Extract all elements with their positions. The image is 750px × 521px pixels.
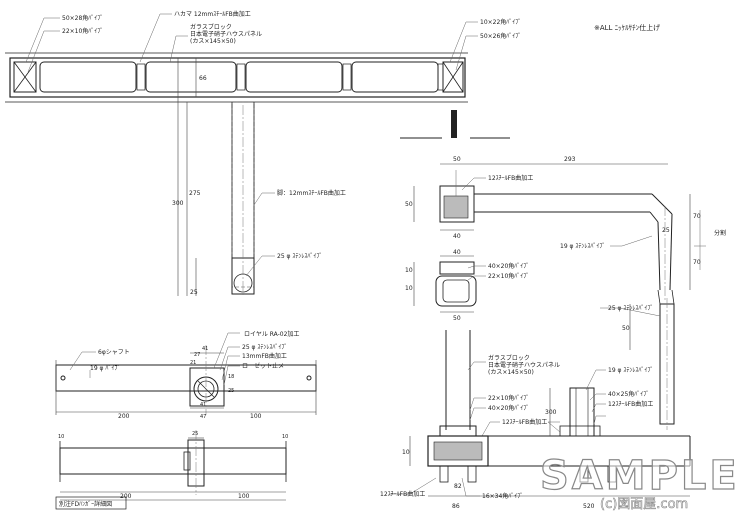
label-split: 分割	[714, 229, 726, 237]
side-dim-70: 70	[693, 213, 701, 220]
side-dim-50v: 50	[405, 201, 413, 208]
dim-27: 27	[194, 352, 200, 358]
side-dim-82: 82	[454, 483, 462, 490]
label-leg: 脚：12mmｽﾁｰﾙFB曲加工	[277, 189, 346, 197]
dim-200: 200	[118, 413, 130, 420]
side-dim-50: 50	[453, 156, 461, 163]
label-pipe-40x20b: 40×20角ﾊﾟｲﾌﾟ	[488, 404, 529, 412]
label-pipe-40x25: 40×25角ﾊﾟｲﾌﾟ	[608, 390, 649, 398]
dim-25: 25	[190, 289, 198, 296]
label-rosette: ローゼット止メ	[242, 362, 284, 370]
label-steel-fb-2: 12ｽﾁｰﾙFB曲加工	[502, 418, 547, 426]
side-dim-40b: 40	[453, 249, 461, 256]
label-steel-fb-3: 12ｽﾁｰﾙFB曲加工	[608, 400, 653, 408]
label-steel-fb-1: 12ｽﾁｰﾙFB曲加工	[488, 174, 533, 182]
top-view	[5, 13, 478, 296]
dim-25: 25	[228, 388, 234, 394]
dim-66: 66	[199, 75, 207, 82]
finish-note: ※ALL ﾆｯｹﾙｻﾁﾝ仕上げ	[594, 23, 660, 32]
dim-300: 300	[172, 200, 184, 207]
label-pipe-50x28: 50×28角ﾊﾟｲﾌﾟ	[62, 14, 103, 22]
label-pipe-22x10b: 22×10角ﾊﾟｲﾌﾟ	[488, 394, 529, 402]
side-dim-86: 86	[452, 503, 460, 510]
side-dim-10: 10	[405, 267, 413, 274]
dim-200b: 200	[120, 493, 132, 500]
dim-18: 18	[228, 374, 234, 380]
label-glass-block-side-maker: 日本電子硝子ハウスパネル	[488, 361, 560, 369]
side-dim-70b: 70	[693, 259, 701, 266]
side-dim-50c: 50	[453, 315, 461, 322]
dim-275: 275	[189, 190, 201, 197]
label-pipe-16x34: 16×34角ﾊﾟｲﾌﾟ	[482, 492, 523, 500]
dim-100b: 100	[238, 493, 250, 500]
label-glass-block-side-size: (カス×145×50)	[488, 369, 534, 376]
label-stainless-19: 19 φ ｽﾃﾝﾚｽﾊﾟｲﾌﾟ	[560, 243, 605, 250]
label-pipe-50x26: 50×26角ﾊﾟｲﾌﾟ	[480, 32, 521, 40]
dim-10b: 10	[282, 434, 288, 440]
dim-25b: 25	[192, 431, 198, 437]
side-dim-40: 40	[453, 233, 461, 240]
label-pipe-22x10: 22×10角ﾊﾟｲﾌﾟ	[62, 27, 103, 35]
label-pipe-40x20: 40×20角ﾊﾟｲﾌﾟ	[488, 262, 529, 270]
label-shaft: 6φシャフト	[98, 349, 130, 356]
label-pipe-22x10-side: 22×10角ﾊﾟｲﾌﾟ	[488, 272, 529, 280]
watermark-site: (c)図面屋.com	[600, 497, 688, 512]
dim-100: 100	[250, 413, 262, 420]
label-stainless-25: 25 φ ｽﾃﾝﾚｽﾊﾟｲﾌﾟ	[277, 253, 322, 260]
label-royal: ロイヤル RA-02加工	[244, 330, 299, 338]
dim-21: 21	[190, 360, 196, 366]
side-view	[390, 110, 706, 497]
label-fb13: 13mmFB曲加工	[242, 352, 287, 360]
side-dim-300: 300	[545, 409, 557, 416]
label-steel-fb-4: 12ｽﾁｰﾙFB曲加工	[380, 490, 425, 498]
caption-box	[55, 496, 127, 510]
hanger-detail	[55, 332, 317, 501]
label-pipe19: 19 φ ﾊﾟｲﾌﾟ	[90, 365, 120, 372]
side-dim-520: 520	[583, 503, 595, 510]
side-dim-10c: 10	[402, 449, 410, 456]
side-dim-10b: 10	[405, 285, 413, 292]
caption: 別注FDﾊﾝｶﾞｰ詳細図	[59, 500, 112, 508]
label-hakama: ハカマ 12mmｽﾁｰﾙFB曲加工	[174, 10, 251, 18]
dim-41: 41	[202, 346, 208, 352]
label-pipe-10x22: 10×22角ﾊﾟｲﾌﾟ	[480, 18, 521, 26]
dim-47: 47	[200, 414, 206, 420]
watermark-sample: SAMPLE	[540, 453, 740, 499]
side-dim-50d: 50	[622, 325, 630, 332]
label-glass-block-side: ガラスブロック	[488, 354, 530, 362]
label-stainless-25-side: 25 φ ｽﾃﾝﾚｽﾊﾟｲﾌﾟ	[608, 305, 653, 312]
label-glass-block-maker: 日本電子硝子ハウスパネル	[190, 30, 262, 38]
label-glass-block: ガラスブロック	[190, 23, 232, 31]
side-dim-25: 25	[662, 227, 670, 234]
dim-41b: 41	[200, 402, 206, 408]
dim-10a: 10	[58, 434, 64, 440]
label-stainless-19b: 19 φ ｽﾃﾝﾚｽﾊﾟｲﾌﾟ	[608, 367, 653, 374]
side-dim-293: 293	[564, 156, 576, 163]
label-glass-block-size: (カス×145×50)	[190, 38, 236, 45]
label-hanger-stainless: 25 φ ｽﾃﾝﾚｽﾊﾟｲﾌﾟ	[242, 344, 287, 351]
